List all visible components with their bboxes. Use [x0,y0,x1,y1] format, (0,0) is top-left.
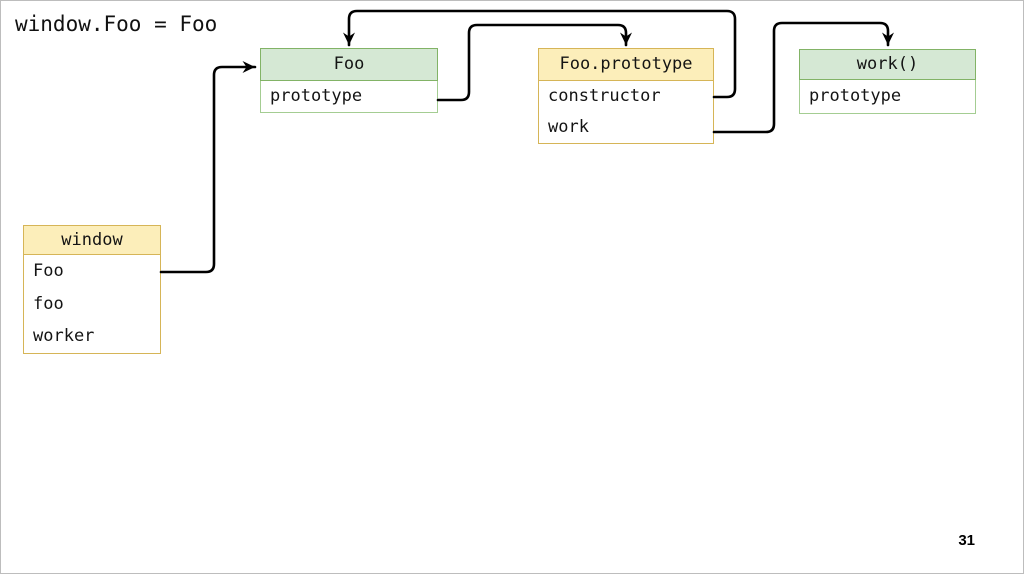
object-box-foo: Foo prototype [260,48,438,113]
object-box-window: window Foo foo worker [23,225,161,355]
object-box-foo-prototype-body: constructor work [538,81,714,144]
property-row: prototype [261,81,437,112]
object-box-work-fn: work() prototype [799,49,976,114]
edge-window-foo-to-foo [159,61,257,274]
property-row: Foo [24,255,160,288]
property-row: prototype [800,80,975,113]
object-box-window-body: Foo foo worker [23,255,161,355]
object-box-work-fn-body: prototype [799,80,976,114]
object-box-foo-body: prototype [260,81,438,113]
object-box-foo-prototype-title: Foo.prototype [538,48,714,81]
property-row: worker [24,320,160,354]
slide-title: window.Foo = Foo [15,12,218,36]
object-box-window-title: window [23,225,161,255]
property-row: constructor [539,81,713,112]
property-row: work [539,112,713,143]
object-box-foo-prototype: Foo.prototype constructor work [538,48,714,144]
property-row: foo [24,287,160,321]
object-box-work-fn-title: work() [799,49,976,80]
page-number: 31 [958,532,975,549]
object-box-foo-title: Foo [260,48,438,81]
